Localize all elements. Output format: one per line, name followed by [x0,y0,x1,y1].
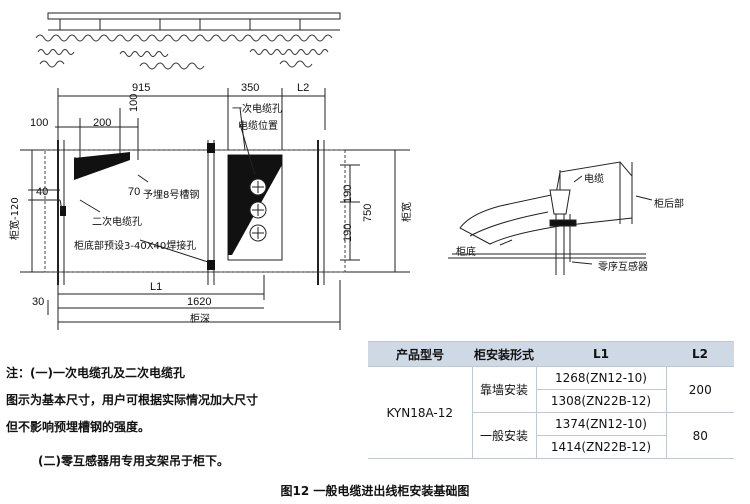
cell-l1: 1268(ZN12-10) [535,366,666,390]
cell-l1: 1414(ZN22B-12) [535,435,666,459]
dim-40: 40 [36,186,49,198]
label-primary-hole: 一次电缆孔 [232,104,282,115]
spec-table: 产品型号 柜安装形式 L1 L2 KYN18A-12 靠墙安装 1268(ZN1… [368,341,734,459]
note-line-1: 注：(一)一次电缆孔及二次电缆孔 [6,366,185,380]
dim-200: 200 [93,117,112,129]
label-cabinet-depth: 柜深 [190,314,210,325]
dim-70: 70 [128,186,141,198]
label-width-minus: 柜宽-120 [10,197,21,240]
cell-l1: 1308(ZN22B-12) [535,389,666,413]
cell-l1: 1374(ZN12-10) [535,412,666,436]
dim-1620: 1620 [187,296,212,308]
header-l1: L1 [536,341,666,367]
side-view [448,161,653,275]
header-model: 产品型号 [368,341,472,367]
dim-l1: L1 [150,281,163,293]
cell-l2: 200 [665,366,734,413]
foundation-drawing [20,12,653,330]
cell-l2: 80 [665,412,734,459]
dim-915: 915 [132,82,151,94]
dim-100-vert: 100 [128,93,140,112]
table-row: 一般安装 1374(ZN12-10) 80 [368,412,734,459]
label-cabinet-bottom: 柜底 [456,247,476,258]
dim-30: 30 [32,296,45,308]
label-cabinet-width: 柜宽 [402,202,413,222]
table-row: 1308(ZN22B-12) [368,389,734,413]
table-header-row: 产品型号 柜安装形式 L1 L2 [368,341,734,367]
label-channel: 予埋8号槽钢 [143,190,200,201]
dimension-lines [20,88,410,330]
header-l2: L2 [666,341,734,367]
ground-top [35,12,341,70]
cell-mount: 靠墙安装 [471,366,536,413]
cell-mount: 一般安装 [471,412,536,459]
note-line-4: (二)零互感器用专用支架吊于柜下。 [38,454,229,468]
dim-190b: 190 [342,184,354,203]
table-row: KYN18A-12 靠墙安装 1268(ZN12-10) 200 [368,366,734,459]
cabinet-plan [44,107,346,285]
label-cabinet-rear: 柜后部 [654,199,684,210]
label-cable: 电缆 [584,174,604,185]
cell-model: KYN18A-12 [368,366,472,459]
dim-350: 350 [241,82,260,94]
label-plate: 柜底部预设3-40X40焊接孔 [74,241,197,252]
label-cable-position: 电缆位置 [238,121,278,132]
figure-caption: 图12 一般电缆进出线柜安装基础图 [280,484,470,498]
note-line-2: 图示为基本尺寸，用户可根据实际情况加大尺寸 [6,393,259,407]
note-line-3: 但不影响预埋槽钢的强度。 [6,420,151,434]
dim-l2: L2 [297,82,310,94]
table-row: 1414(ZN22B-12) [368,435,734,459]
dim-750: 750 [362,203,374,222]
label-secondary-hole: 二次电缆孔 [92,217,142,228]
dim-190a: 190 [342,223,354,242]
label-zero-sequence-ct: 零序互感器 [598,262,648,273]
header-mount: 柜安装形式 [472,341,536,367]
dim-100-left: 100 [30,117,49,129]
